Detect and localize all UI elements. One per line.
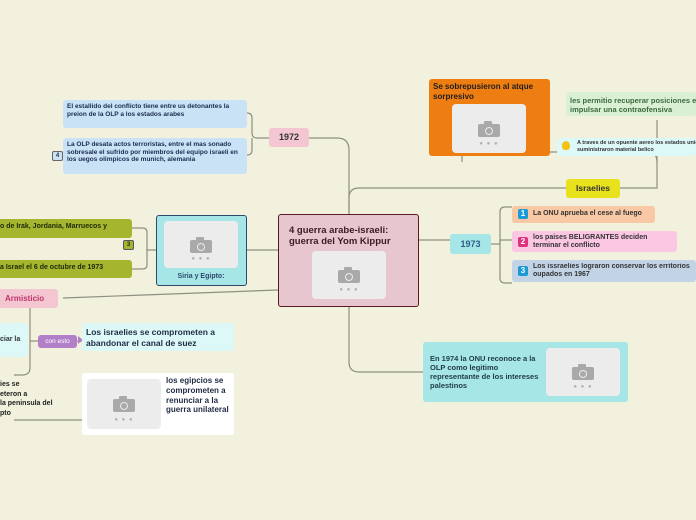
contraofensiva-node[interactable]: les permitio recuperar posiciones e impu… bbox=[566, 92, 696, 116]
canal-suez-text: Los israelies se comprometen a abandonar… bbox=[86, 327, 215, 348]
item-cese-fuego-text: La ONU aprueba el cese al fuego bbox=[533, 210, 642, 217]
olp-node[interactable]: La OLP desata actos terroristas, entre e… bbox=[63, 138, 247, 174]
ataque-israel-node[interactable]: a Israel el 6 de octubre de 1973 bbox=[0, 260, 132, 278]
sorpresivo-node[interactable]: Se sobrepusieron al atque sorpresivo ● ●… bbox=[429, 79, 550, 156]
image-placeholder-icon: ● ● ● bbox=[312, 251, 386, 299]
siria-egipto-node[interactable]: ● ● ● Siria y Egipto: bbox=[156, 215, 247, 286]
item-terminar-conflicto[interactable]: 2 los paises BELIGRANTES deciden termina… bbox=[512, 231, 677, 252]
number-1-icon: 1 bbox=[518, 209, 528, 219]
renunciar-text: ciar la bbox=[0, 336, 21, 343]
siria-egipto-label: Siria y Egipto: bbox=[177, 273, 225, 280]
estallido-text: El estallido del conflicto tiene entre u… bbox=[67, 103, 230, 118]
olp-count-badge: 4 bbox=[52, 151, 63, 161]
number-3-icon: 3 bbox=[518, 266, 528, 276]
canal-suez-node[interactable]: Los israelies se comprometen a abandonar… bbox=[82, 323, 234, 351]
renunciar-node[interactable]: ciar la bbox=[0, 323, 28, 357]
con-esto-label: con esto bbox=[45, 338, 70, 345]
image-placeholder-icon: ● ● ● bbox=[452, 104, 526, 153]
onu-1974-text: En 1974 la ONU reconoce a la OLP como le… bbox=[430, 354, 539, 390]
egipcios-text: los egipcios se comprometen a renunciar … bbox=[166, 376, 229, 415]
central-topic-title: 4 guerra arabe-israeli: guerra del Yom K… bbox=[289, 225, 391, 247]
irak-jordania-text: o de Irak, Jordania, Marruecos y bbox=[0, 223, 107, 230]
puente-aereo-node[interactable]: A traves de un opuente aereo los estados… bbox=[557, 138, 696, 156]
item-cese-fuego[interactable]: 1 La ONU aprueba el cese al fuego bbox=[512, 206, 655, 223]
peninsula-node[interactable]: ies se eteron a la peninsula del pto bbox=[0, 380, 80, 420]
year-1972-label: 1972 bbox=[278, 132, 300, 142]
con-esto-tag[interactable]: con esto bbox=[38, 335, 77, 348]
central-topic[interactable]: 4 guerra arabe-israeli: guerra del Yom K… bbox=[278, 214, 419, 307]
year-1972-node[interactable]: 1972 bbox=[269, 128, 309, 147]
item-territorios[interactable]: 3 Los issraelies lograron conservar los … bbox=[512, 260, 696, 282]
armisticio-node[interactable]: Armisticio bbox=[0, 289, 58, 308]
irak-jordania-node[interactable]: o de Irak, Jordania, Marruecos y bbox=[0, 219, 132, 238]
armisticio-label: Armisticio bbox=[5, 294, 45, 303]
image-placeholder-icon: ● ● ● bbox=[164, 221, 238, 268]
sorpresivo-text: Se sobrepusieron al atque sorpresivo bbox=[433, 82, 534, 101]
image-placeholder-icon: ● ● ● bbox=[546, 348, 620, 396]
estallido-node[interactable]: El estallido del conflicto tiene entre u… bbox=[63, 100, 247, 128]
irak-count-badge: 3 bbox=[123, 240, 134, 250]
number-2-icon: 2 bbox=[518, 237, 528, 247]
link-onu bbox=[348, 307, 423, 373]
image-placeholder-icon: ● ● ● bbox=[87, 379, 161, 429]
israelies-label: Israelies bbox=[575, 183, 611, 193]
puente-aereo-text: A traves de un opuente aereo los estados… bbox=[577, 140, 696, 153]
lightbulb-icon bbox=[562, 141, 570, 150]
egipcios-node[interactable]: ● ● ● los egipcios se comprometen a renu… bbox=[82, 373, 234, 435]
onu-1974-node[interactable]: En 1974 la ONU reconoce a la OLP como le… bbox=[423, 342, 628, 402]
peninsula-text: ies se eteron a la peninsula del pto bbox=[0, 381, 53, 417]
link-1972 bbox=[309, 137, 350, 214]
year-1973-node[interactable]: 1973 bbox=[450, 234, 491, 254]
olp-text: La OLP desata actos terroristas, entre e… bbox=[67, 141, 238, 164]
israelies-node[interactable]: Israelies bbox=[566, 179, 620, 198]
ataque-israel-text: a Israel el 6 de octubre de 1973 bbox=[0, 264, 104, 271]
link-arrow-icon bbox=[78, 336, 83, 344]
item-terminar-conflicto-text: los paises BELIGRANTES deciden terminar … bbox=[533, 234, 648, 249]
year-1973-label: 1973 bbox=[460, 239, 481, 249]
item-territorios-text: Los issraelies lograron conservar los er… bbox=[533, 263, 690, 278]
contraofensiva-text: les permitio recuperar posiciones e impu… bbox=[570, 96, 696, 114]
